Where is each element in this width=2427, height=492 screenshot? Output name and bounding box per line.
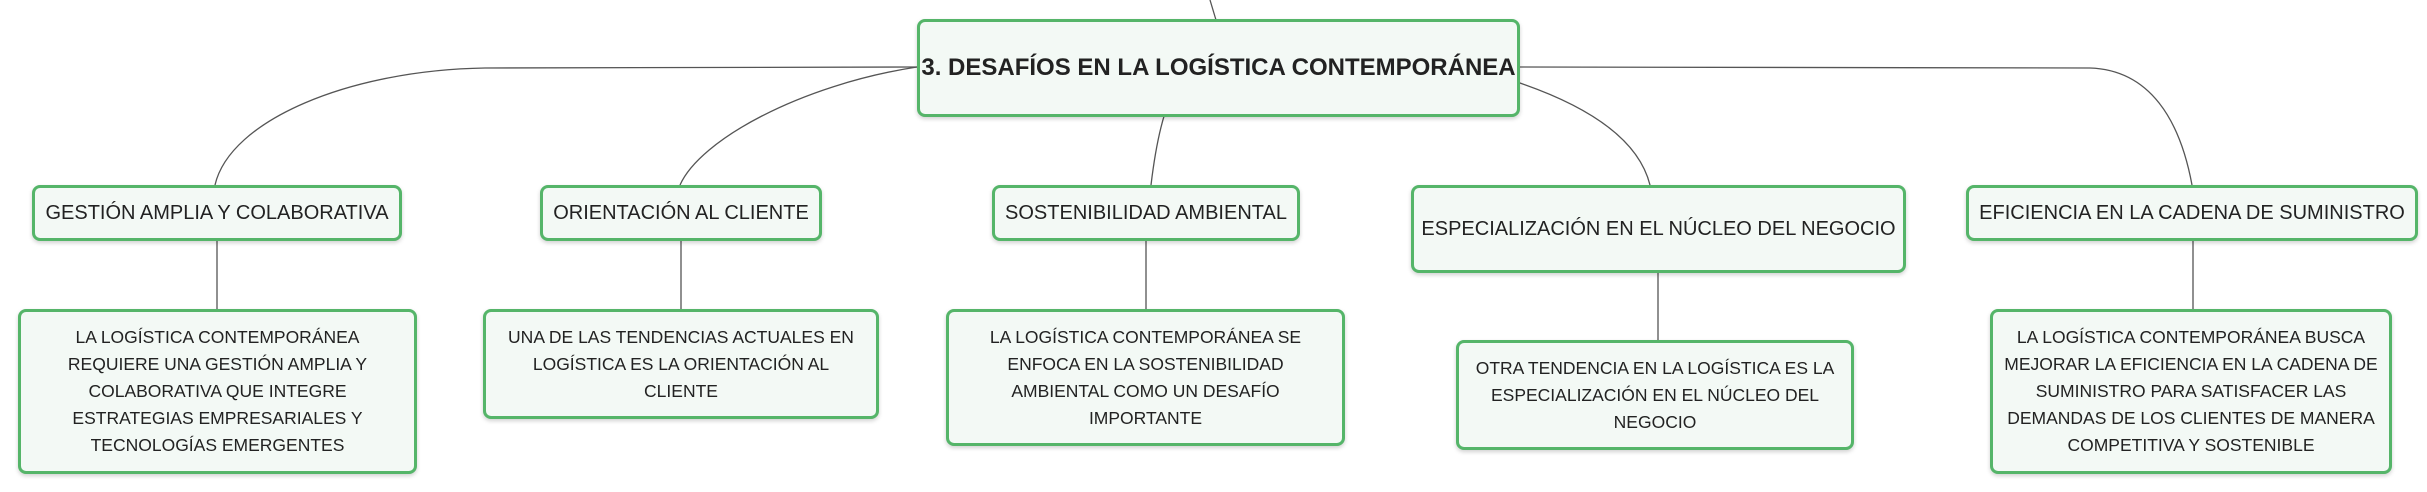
detail-node-especializacion[interactable]: OTRA TENDENCIA EN LA LOGÍSTICA ES LA ESP… [1456, 340, 1854, 450]
link-root-topic-5 [1516, 66, 2193, 186]
topic-node-sostenibilidad[interactable]: SOSTENIBILIDAD AMBIENTAL [992, 185, 1300, 241]
link-root-parent [1209, 0, 1217, 21]
link-root-topic-3 [1150, 112, 1166, 186]
link-root-topic-2 [679, 66, 918, 186]
topic-node-gestion[interactable]: GESTIÓN AMPLIA Y COLABORATIVA [32, 185, 402, 241]
topic-node-eficiencia[interactable]: EFICIENCIA EN LA CADENA DE SUMINISTRO [1966, 185, 2418, 241]
detail-node-sostenibilidad[interactable]: LA LOGÍSTICA CONTEMPORÁNEA SE ENFOCA EN … [946, 309, 1345, 446]
link-root-topic-4 [1516, 81, 1651, 186]
topic-node-especializacion[interactable]: ESPECIALIZACIÓN EN EL NÚCLEO DEL NEGOCIO [1411, 185, 1906, 273]
root-node[interactable]: 3. DESAFÍOS EN LA LOGÍSTICA CONTEMPORÁNE… [917, 19, 1520, 117]
detail-node-eficiencia[interactable]: LA LOGÍSTICA CONTEMPORÁNEA BUSCA MEJORAR… [1990, 309, 2392, 474]
detail-node-orientacion[interactable]: UNA DE LAS TENDENCIAS ACTUALES EN LOGÍST… [483, 309, 879, 419]
link-root-topic-1 [214, 66, 918, 186]
detail-node-gestion[interactable]: LA LOGÍSTICA CONTEMPORÁNEA REQUIERE UNA … [18, 309, 417, 474]
topic-node-orientacion[interactable]: ORIENTACIÓN AL CLIENTE [540, 185, 822, 241]
